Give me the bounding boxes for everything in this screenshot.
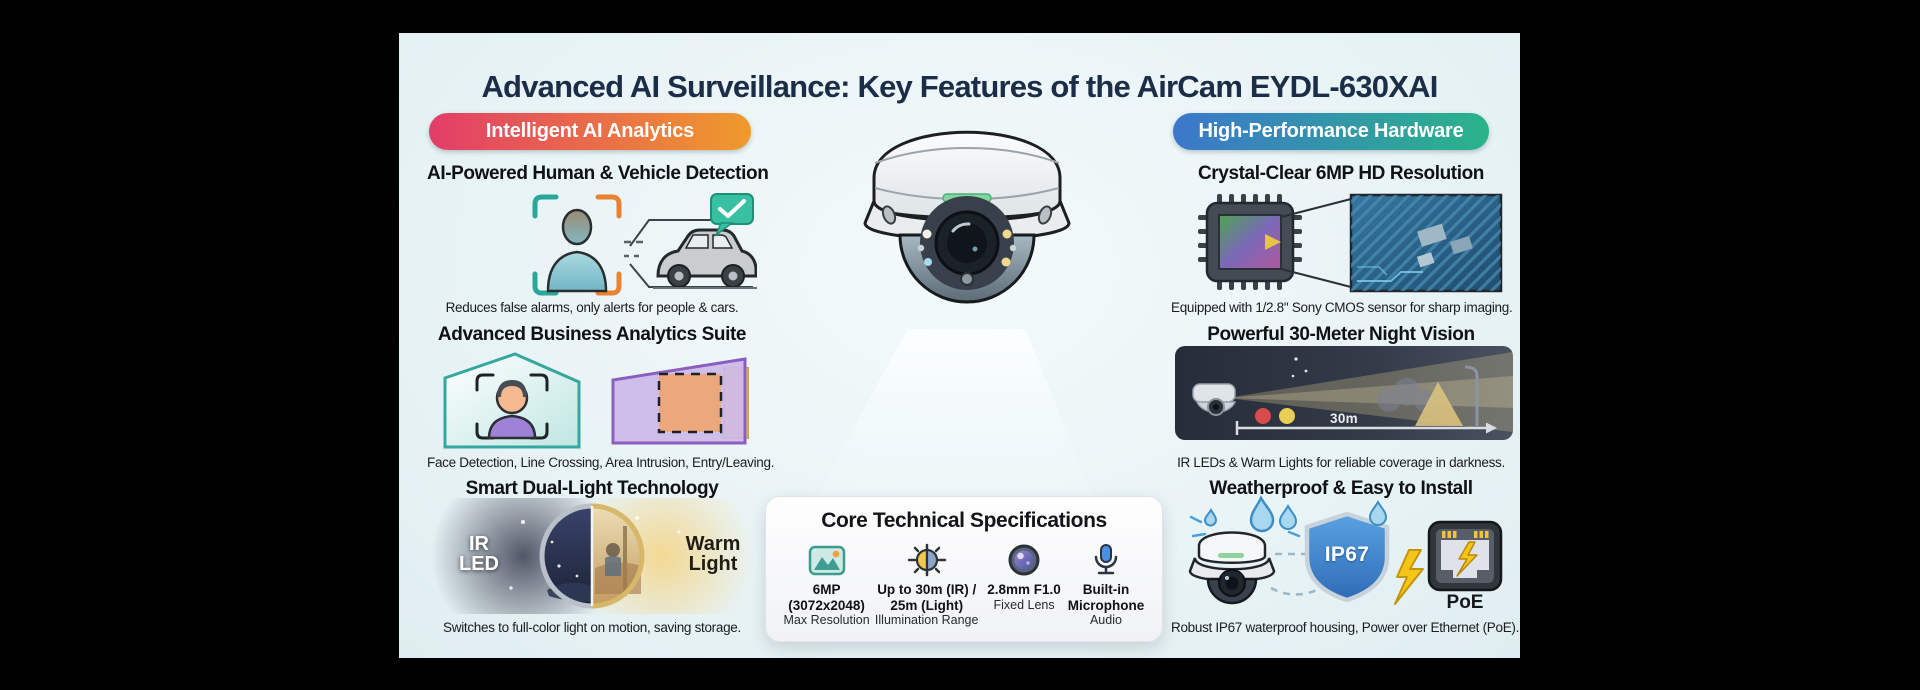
caption-night-vision: IR LEDs & Warm Lights for reliable cover… xyxy=(1177,455,1505,470)
spec-item-lens: 2.8mm F1.0 Fixed Lens xyxy=(982,543,1066,612)
spec-label: Audio xyxy=(1089,613,1122,628)
caption-dual-light: Switches to full-color light on motion, … xyxy=(443,620,741,635)
heading-night-vision: Powerful 30-Meter Night Vision xyxy=(1207,324,1475,345)
microphone-icon xyxy=(1089,543,1123,577)
business-analytics-illustration xyxy=(427,350,757,450)
caption-weatherproof: Robust IP67 waterproof housing, Power ov… xyxy=(1171,620,1520,635)
heading-human-vehicle-detection: AI-Powered Human & Vehicle Detection xyxy=(427,163,769,184)
spec-label: Illumination Range xyxy=(874,613,979,628)
weatherproof-illustration: IP67 PoE xyxy=(1171,494,1511,614)
spec-item-resolution: 6MP (3072x2048) Max Resolution xyxy=(782,543,871,628)
ir-led-label: IR LED xyxy=(459,533,499,575)
night-vision-scene-icon xyxy=(1175,346,1513,440)
spec-value: 2.8mm F1.0 xyxy=(987,582,1061,597)
caption-business-analytics: Face Detection, Line Crossing, Area Intr… xyxy=(427,455,775,470)
spec-box: Core Technical Specifications 6MP (3072x… xyxy=(765,496,1163,642)
spec-value: Built-in Microphone xyxy=(1067,582,1145,613)
ip67-shield-label: IP67 xyxy=(1324,543,1370,566)
dual-light-illustration: IR LED Warm Light xyxy=(427,464,757,648)
infographic-panel: Advanced AI Surveillance: Key Features o… xyxy=(399,33,1520,658)
cmos-sensor-icon xyxy=(1198,193,1503,293)
caption-human-vehicle-detection: Reduces false alarms, only alerts for pe… xyxy=(445,300,739,315)
heading-6mp-resolution: Crystal-Clear 6MP HD Resolution xyxy=(1197,163,1485,184)
heading-weatherproof: Weatherproof & Easy to Install xyxy=(1209,478,1473,499)
person-car-detection-icon xyxy=(532,193,758,296)
dome-camera-icon xyxy=(863,130,1071,304)
lens-icon xyxy=(1007,543,1041,577)
page-title: Advanced AI Surveillance: Key Features o… xyxy=(481,69,1438,104)
spec-row: 6MP (3072x2048) Max Resolution xyxy=(766,533,1162,628)
dual-illumination-icon xyxy=(907,543,947,577)
right-column-badge: High-Performance Hardware xyxy=(1173,113,1489,150)
poe-label: PoE xyxy=(1446,592,1484,613)
left-column-badge: Intelligent AI Analytics xyxy=(429,113,751,150)
night-vision-distance-label: 30m xyxy=(1330,411,1358,426)
spec-value: Up to 30m (IR) / 25m (Light) xyxy=(877,582,977,613)
human-vehicle-detection-illustration xyxy=(427,190,758,296)
spec-box-title: Core Technical Specifications xyxy=(821,509,1107,532)
spec-value: 6MP (3072x2048) xyxy=(788,582,865,613)
spec-item-illumination: Up to 30m (IR) / 25m (Light) Illuminatio… xyxy=(871,543,982,628)
warm-light-label: Warm Light xyxy=(685,533,741,575)
sensor-chip-illustration xyxy=(1171,189,1511,295)
weatherproof-icons xyxy=(1188,495,1503,605)
dome-camera-illustration xyxy=(829,93,1105,345)
heading-dual-light: Smart Dual-Light Technology xyxy=(465,478,719,499)
spec-item-microphone: Built-in Microphone Audio xyxy=(1066,543,1146,628)
spec-label: Max Resolution xyxy=(783,613,870,628)
spec-label: Fixed Lens xyxy=(993,597,1055,612)
image-resolution-icon xyxy=(808,543,846,577)
dual-light-circle-icon xyxy=(431,464,755,648)
night-vision-illustration: 30m xyxy=(1175,346,1513,440)
heading-business-analytics: Advanced Business Analytics Suite xyxy=(437,324,747,345)
caption-6mp-resolution: Equipped with 1/2.8" Sony CMOS sensor fo… xyxy=(1171,300,1513,315)
analytics-zones-icon xyxy=(443,352,749,449)
